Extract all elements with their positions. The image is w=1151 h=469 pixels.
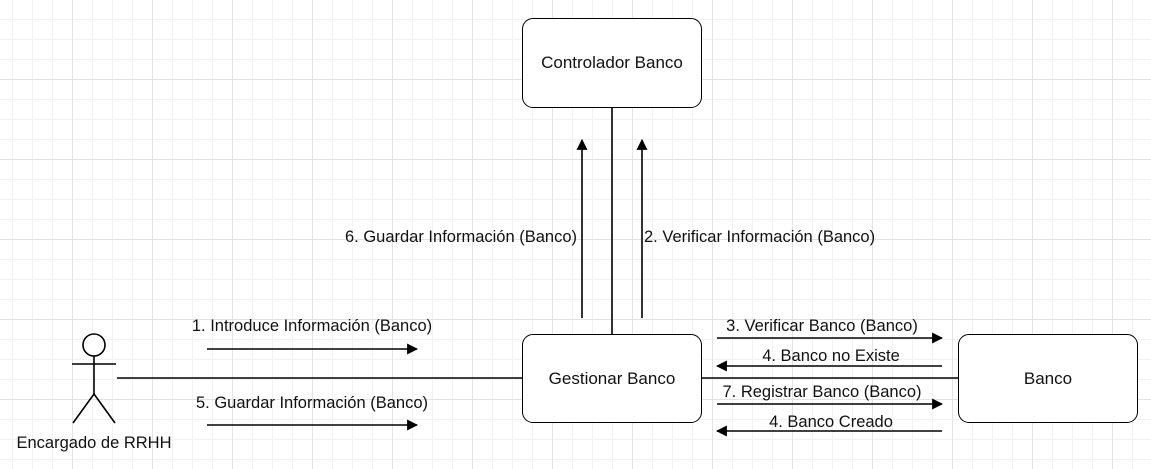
bank-node-label: Banco [1023,368,1073,388]
message-label-m1: 1. Introduce Información (Banco) [191,317,433,335]
message-label-m4a: 4. Banco no Existe [762,347,900,365]
controller-node: Controlador Banco [522,18,702,108]
manager-node-label: Gestionar Banco [548,368,676,388]
message-label-m6: 6. Guardar Información (Banco) [344,228,577,246]
actor-figure [72,333,116,424]
message-label-m2: 2. Verificar Información (Banco) [644,228,876,246]
actor-label: Encargado de RRHH [16,434,172,452]
controller-node-label: Controlador Banco [541,53,683,72]
message-label-m4b: 4. Banco Creado [769,413,893,431]
manager-node: Gestionar Banco [522,334,702,423]
bank-node: Banco [958,334,1138,423]
message-label-m7: 7. Registrar Banco (Banco) [722,383,922,401]
message-label-m5: 5. Guardar Información (Banco) [195,394,429,412]
message-label-m3: 3. Verificar Banco (Banco) [726,317,918,335]
